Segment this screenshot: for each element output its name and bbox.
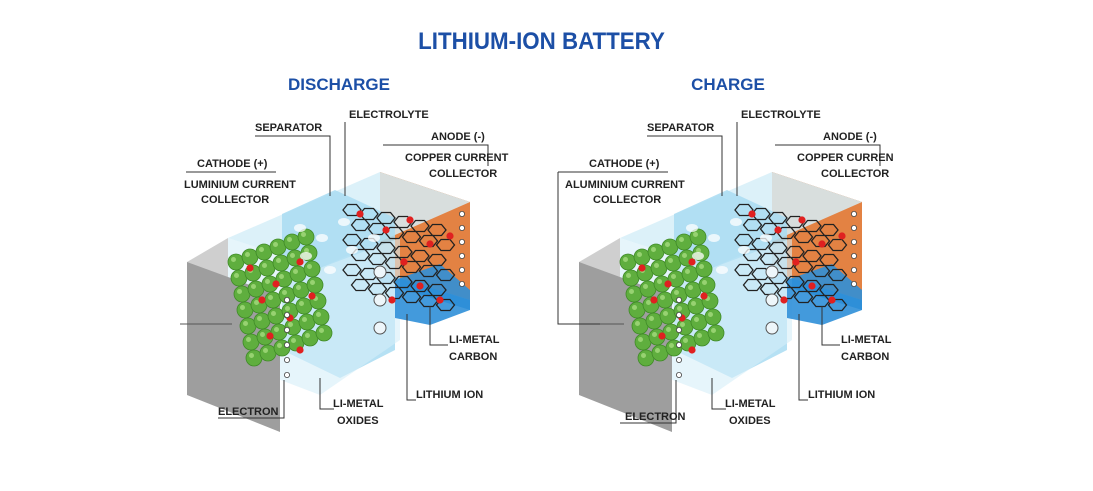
svg-text:ELECTRON: ELECTRON [218, 406, 279, 418]
svg-text:COPPER CURREN: COPPER CURREN [797, 152, 894, 164]
svg-text:LUMINIUM CURRENT: LUMINIUM CURRENT [184, 179, 296, 191]
label-electron: ELECTRON [620, 380, 686, 424]
label-li-metal-oxides: LI-METAL OXIDES [319, 378, 384, 427]
svg-text:CARBON: CARBON [841, 351, 889, 363]
battery-cell-illustration [572, 172, 862, 432]
svg-text:CATHODE (+): CATHODE (+) [589, 158, 660, 170]
svg-text:ANODE (-): ANODE (-) [431, 131, 485, 143]
label-anode: ANODE (-) [383, 131, 489, 166]
battery-cell-illustration [180, 172, 470, 432]
svg-text:ALUMINIUM CURRENT: ALUMINIUM CURRENT [565, 179, 685, 191]
label-electrolyte: ELECTROLYTE [344, 109, 429, 196]
svg-text:COPPER CURRENT: COPPER CURRENT [405, 152, 509, 164]
svg-text:LITHIUM ION: LITHIUM ION [416, 389, 483, 401]
separator-pores [294, 218, 380, 274]
svg-text:COLLECTOR: COLLECTOR [201, 194, 269, 206]
svg-text:LI-METAL: LI-METAL [725, 398, 776, 410]
lithium-ions [246, 210, 454, 354]
svg-text:COLLECTOR: COLLECTOR [593, 194, 661, 206]
svg-text:COLLECTOR: COLLECTOR [429, 168, 497, 180]
label-li-metal-carbon: LI-METAL CARBON [821, 306, 892, 363]
label-cathode: CATHODE (+) [558, 158, 668, 173]
cathode-particles [227, 228, 333, 367]
svg-text:SEPARATOR: SEPARATOR [647, 122, 714, 134]
collector-electrons [676, 210, 858, 378]
label-separator: SEPARATOR [647, 122, 723, 196]
label-cathode: CATHODE (+) [186, 158, 276, 173]
separator-pores [686, 218, 772, 274]
svg-text:LITHIUM ION: LITHIUM ION [808, 389, 875, 401]
electron-symbols [765, 265, 779, 335]
label-copper-collector: COPPER CURRENT COLLECTOR [405, 152, 509, 180]
diagram-title: LITHIUM-ION BATTERY [418, 28, 665, 55]
label-lithium-ion: LITHIUM ION [798, 314, 875, 401]
carbon-lattice [734, 203, 848, 312]
label-electron: ELECTRON [218, 380, 285, 419]
charge-title: CHARGE [691, 75, 765, 94]
label-electrolyte: ELECTROLYTE [736, 109, 821, 196]
svg-text:ELECTRON: ELECTRON [625, 411, 686, 423]
svg-text:LI-METAL: LI-METAL [841, 334, 892, 346]
svg-text:ELECTROLYTE: ELECTROLYTE [741, 109, 821, 121]
svg-text:LI-METAL: LI-METAL [449, 334, 500, 346]
svg-text:COLLECTOR: COLLECTOR [821, 168, 889, 180]
svg-text:LI-METAL: LI-METAL [333, 398, 384, 410]
svg-text:CARBON: CARBON [449, 351, 497, 363]
label-li-metal-carbon: LI-METAL CARBON [429, 306, 500, 363]
svg-text:ANODE (-): ANODE (-) [823, 131, 877, 143]
svg-text:ELECTROLYTE: ELECTROLYTE [349, 109, 429, 121]
discharge-title: DISCHARGE [287, 75, 390, 94]
label-aluminium-collector: ALUMINIUM CURRENT COLLECTOR [557, 172, 685, 325]
label-aluminium-collector: LUMINIUM CURRENT COLLECTOR [184, 179, 296, 206]
svg-text:OXIDES: OXIDES [337, 415, 379, 427]
electron-symbols [373, 265, 387, 335]
label-lithium-ion: LITHIUM ION [406, 314, 483, 401]
carbon-lattice [342, 203, 456, 312]
svg-text:CATHODE (+): CATHODE (+) [197, 158, 268, 170]
svg-text:SEPARATOR: SEPARATOR [255, 122, 322, 134]
collector-electrons [283, 210, 465, 378]
svg-text:OXIDES: OXIDES [729, 415, 771, 427]
label-copper-collector: COPPER CURREN COLLECTOR [797, 152, 894, 180]
label-li-metal-oxides: LI-METAL OXIDES [711, 378, 776, 427]
label-separator: SEPARATOR [255, 122, 331, 196]
label-anode: ANODE (-) [775, 131, 881, 166]
